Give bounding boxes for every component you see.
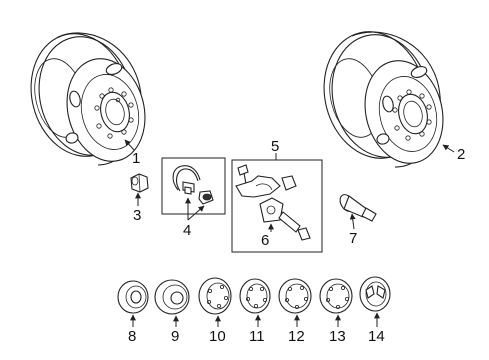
callout-1: 1 bbox=[132, 150, 140, 167]
wheel-cover-10-icon bbox=[198, 277, 232, 315]
wheel-1-icon bbox=[30, 32, 146, 166]
leader-line-1 bbox=[124, 139, 135, 151]
leader-line-4-right bbox=[187, 205, 205, 221]
tpms-sensor-kit-icon bbox=[235, 164, 311, 241]
valve-stem-icon bbox=[339, 194, 377, 222]
callout-9: 9 bbox=[171, 328, 179, 345]
callout-8: 8 bbox=[128, 328, 136, 345]
leader-line-2 bbox=[442, 144, 455, 153]
wheel-cover-14-icon bbox=[359, 276, 391, 312]
callout-7: 7 bbox=[349, 230, 357, 247]
part-4-box bbox=[161, 157, 226, 215]
callout-4: 4 bbox=[183, 222, 191, 239]
wheel-2-icon bbox=[323, 31, 444, 168]
callout-5: 5 bbox=[271, 138, 279, 155]
callout-13: 13 bbox=[329, 328, 346, 345]
callout-11: 11 bbox=[249, 328, 265, 345]
callout-10: 10 bbox=[209, 328, 226, 345]
lug-nut-icon bbox=[130, 173, 149, 193]
wheel-cover-11-icon bbox=[239, 278, 271, 314]
callout-2: 2 bbox=[457, 146, 465, 163]
wheel-cover-13-icon bbox=[319, 278, 353, 314]
callout-3: 3 bbox=[133, 207, 141, 224]
wheel-cover-12-icon bbox=[278, 278, 312, 314]
callout-14: 14 bbox=[368, 328, 385, 345]
wheel-cover-8-icon bbox=[117, 280, 149, 314]
valve-stem-kit-icon bbox=[172, 165, 214, 205]
callout-12: 12 bbox=[288, 328, 305, 345]
part-5-box bbox=[231, 159, 323, 253]
wheel-cover-9-icon bbox=[154, 279, 190, 315]
leader-line-7 bbox=[349, 213, 356, 230]
callout-6: 6 bbox=[261, 232, 269, 249]
